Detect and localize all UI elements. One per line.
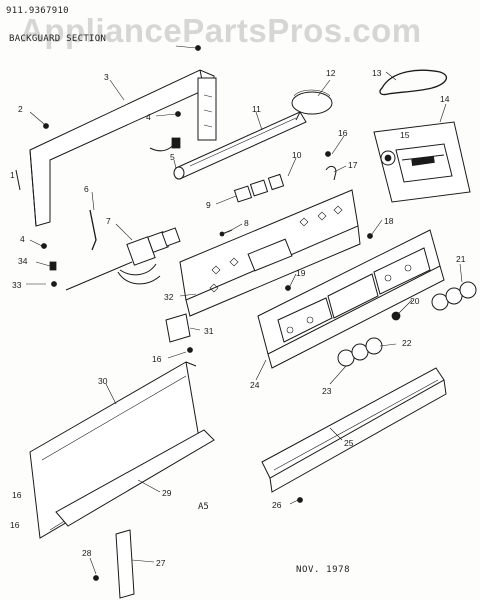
callout-27: 27 [156,558,166,568]
knobs-part-22-23 [337,337,383,367]
callout-17: 17 [348,160,358,170]
callout-8: 8 [244,218,249,228]
clock-assembly-part [373,121,471,203]
section-title: BACKGUARD SECTION [9,34,107,44]
callout-10: 10 [292,150,302,160]
callout-5: 5 [170,152,175,162]
insulation-pad-part [165,313,191,343]
callout-16-edge: 16 [12,490,22,500]
callout-29: 29 [162,488,172,498]
side-bracket-part [89,209,97,251]
push-button-switches-part [233,173,285,203]
callout-labels: 1 2 3 4 5 6 7 8 9 10 11 12 13 14 15 16 1… [10,68,466,568]
control-panel-frame-part [179,189,361,317]
callout-23: 23 [322,386,332,396]
callout-18: 18 [384,216,394,226]
callout-2: 2 [18,104,23,114]
bottom-flange-part [55,429,215,527]
callout-31: 31 [204,326,214,336]
callout-1: 1 [10,170,15,180]
lamp-holder-part [291,89,333,121]
callout-3: 3 [104,72,109,82]
diagram-date: NOV. 1978 [296,565,351,575]
knobs-part-21 [431,281,477,311]
callout-16-panel: 16 [338,128,348,138]
callout-20: 20 [410,296,420,306]
callout-25: 25 [344,438,354,448]
model-number: 911.9367910 [6,6,69,16]
callout-12: 12 [326,68,336,78]
trim-strip-part [261,367,447,493]
infinite-switch-part [65,227,181,291]
lamp-tube-part [173,111,307,180]
callout-26: 26 [272,500,282,510]
callout-15: 15 [400,130,410,140]
control-panel-face-part [257,229,445,369]
callout-leaders [26,45,463,575]
callout-4-lower: 4 [20,234,25,244]
callout-30: 30 [98,376,108,386]
callout-4-upper: 4 [146,112,151,122]
callout-16-corner: 16 [10,520,20,530]
callout-33: 33 [12,280,22,290]
wire-harness-part [379,69,448,96]
callout-14: 14 [440,94,450,104]
page-code: A5 [198,502,209,512]
callout-11: 11 [252,104,261,114]
callout-6: 6 [84,184,89,194]
callout-13: 13 [372,68,382,78]
backguard-top-trim-part [29,69,217,227]
callout-21: 21 [456,254,466,264]
callout-32: 32 [164,292,174,302]
watermark: AppliancePartsPros.com [20,12,422,49]
callout-24: 24 [250,380,260,390]
end-cap-part [115,529,135,599]
callout-28: 28 [82,548,92,558]
callout-9: 9 [206,200,211,210]
panel-clip-part [325,165,337,181]
callout-34: 34 [18,256,28,266]
screws-hardware [15,45,373,581]
lamp-socket-part [149,137,181,152]
callout-22: 22 [402,338,412,348]
callout-19: 19 [296,268,306,278]
callout-16-pad: 16 [152,354,162,364]
callout-7: 7 [106,216,111,226]
